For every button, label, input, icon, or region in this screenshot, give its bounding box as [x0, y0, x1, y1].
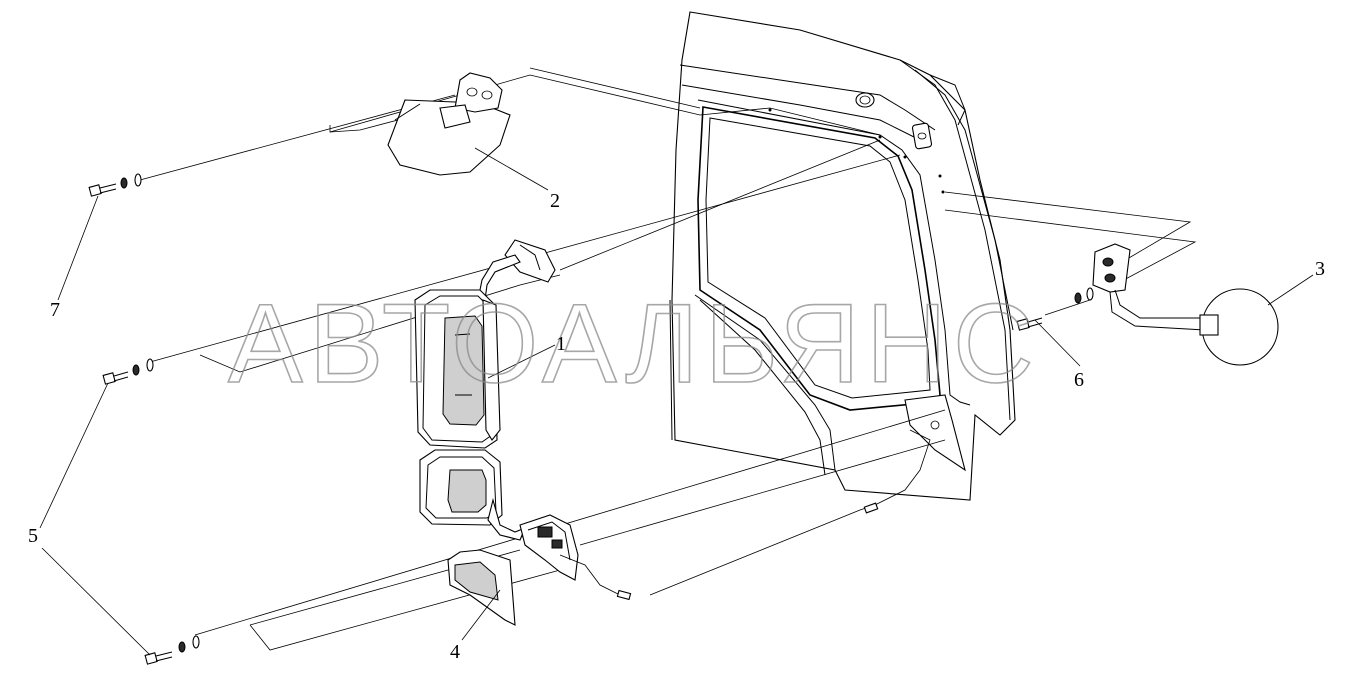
cab-door-frame: [669, 11, 1016, 501]
callout-1: 1: [556, 333, 566, 355]
callout-6: 6: [1074, 369, 1084, 391]
callout-leaders: [39, 147, 1314, 656]
bolt-set-5: [102, 358, 154, 385]
callout-2: 2: [550, 190, 560, 212]
watermark-text: АВТОАЛЬЯНС: [228, 281, 1040, 406]
callout-3: 3: [1315, 258, 1325, 280]
callout-5: 5: [28, 525, 38, 547]
bolt-set-bottom: [144, 635, 200, 665]
front-view-mirror: [1092, 243, 1279, 366]
callout-4: 4: [450, 641, 460, 663]
mirror-lower-cover: [447, 549, 516, 626]
callout-7: 7: [50, 299, 60, 321]
bolt-set-7: [88, 173, 142, 197]
wide-angle-mirror: [387, 72, 511, 176]
main-mirror-assembly: [414, 239, 879, 601]
